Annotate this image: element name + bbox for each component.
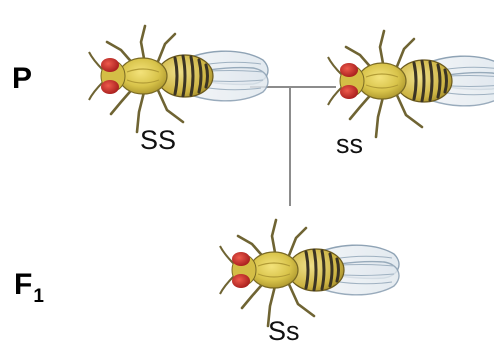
offspring-genotype: Ss bbox=[268, 318, 300, 345]
parental-label-text: P bbox=[12, 62, 32, 95]
f1-label-subscript: 1 bbox=[33, 286, 44, 307]
parent1-genotype: SS bbox=[140, 127, 176, 154]
fruit-fly-icon bbox=[89, 26, 268, 132]
cross-lines bbox=[250, 87, 336, 206]
f1-generation-label: F1 bbox=[14, 270, 44, 300]
parent2-genotype: ss bbox=[336, 131, 363, 158]
fruit-fly-icon bbox=[220, 220, 399, 326]
f1-label-letter: F bbox=[14, 268, 32, 301]
parental-generation-label: P bbox=[12, 64, 32, 94]
fruit-fly-icon bbox=[328, 31, 494, 137]
